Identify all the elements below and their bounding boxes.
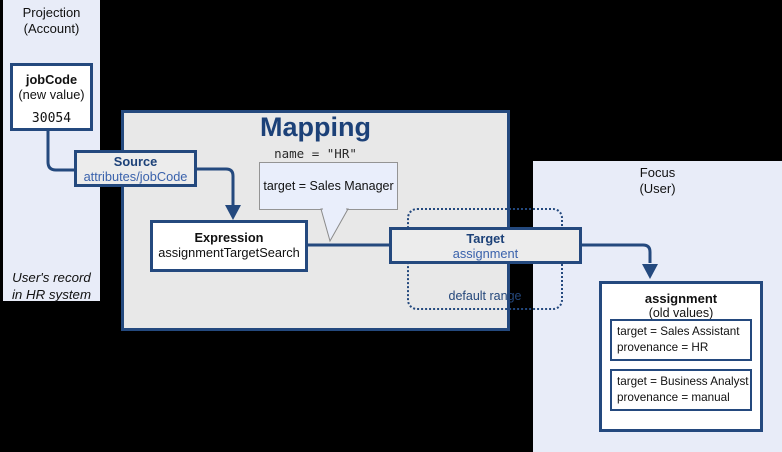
assignment-value-2-line2: provenance = manual bbox=[617, 391, 730, 404]
jobcode-subtitle: (new value) bbox=[18, 87, 85, 102]
assignment-subtitle: (old values) bbox=[648, 306, 714, 320]
assignment-value-1: target = Sales Assistant provenance = HR bbox=[610, 319, 752, 361]
projection-title-line2: (Account) bbox=[23, 20, 80, 36]
projection-footer-line2: in HR system bbox=[11, 286, 92, 302]
speech-bubble-text: target = Sales Manager bbox=[263, 179, 394, 193]
assignment-value-2-line1: target = Business Analyst bbox=[617, 375, 749, 388]
source-title: Source bbox=[113, 153, 158, 169]
default-range-label: default range bbox=[448, 289, 522, 303]
focus-panel-title: Focus (User) bbox=[533, 165, 782, 196]
focus-title-line2: (User) bbox=[639, 180, 676, 196]
expression-value: assignmentTargetSearch bbox=[158, 245, 300, 260]
expression-box: Expression assignmentTargetSearch bbox=[150, 220, 308, 272]
target-title: Target bbox=[466, 230, 505, 246]
expression-title: Expression bbox=[194, 230, 264, 245]
assignment-value-2: target = Business Analyst provenance = m… bbox=[610, 369, 752, 411]
focus-title-line1: Focus bbox=[639, 165, 676, 180]
source-box: Source attributes/jobCode bbox=[74, 150, 197, 187]
assignment-title: assignment bbox=[644, 291, 718, 306]
target-box: Target assignment bbox=[389, 227, 582, 264]
target-path: assignment bbox=[452, 245, 519, 261]
jobcode-box: jobCode (new value) 30054 bbox=[10, 63, 93, 131]
source-path: attributes/jobCode bbox=[83, 168, 188, 184]
jobcode-value: 30054 bbox=[31, 111, 72, 126]
projection-footer-line1: User's record bbox=[12, 270, 91, 285]
mapping-title: Mapping bbox=[260, 112, 371, 142]
projection-footer: User's record in HR system bbox=[3, 270, 100, 303]
mapping-name-expression: name = "HR" bbox=[274, 146, 357, 161]
assignment-value-1-line1: target = Sales Assistant bbox=[617, 325, 740, 338]
projection-panel-title: Projection (Account) bbox=[3, 5, 100, 36]
assignment-box: assignment (old values) target = Sales A… bbox=[599, 281, 763, 432]
assignment-value-1-line2: provenance = HR bbox=[617, 341, 709, 354]
speech-bubble: target = Sales Manager bbox=[259, 162, 398, 210]
jobcode-title: jobCode bbox=[25, 72, 78, 87]
projection-title-line1: Projection bbox=[22, 5, 81, 20]
